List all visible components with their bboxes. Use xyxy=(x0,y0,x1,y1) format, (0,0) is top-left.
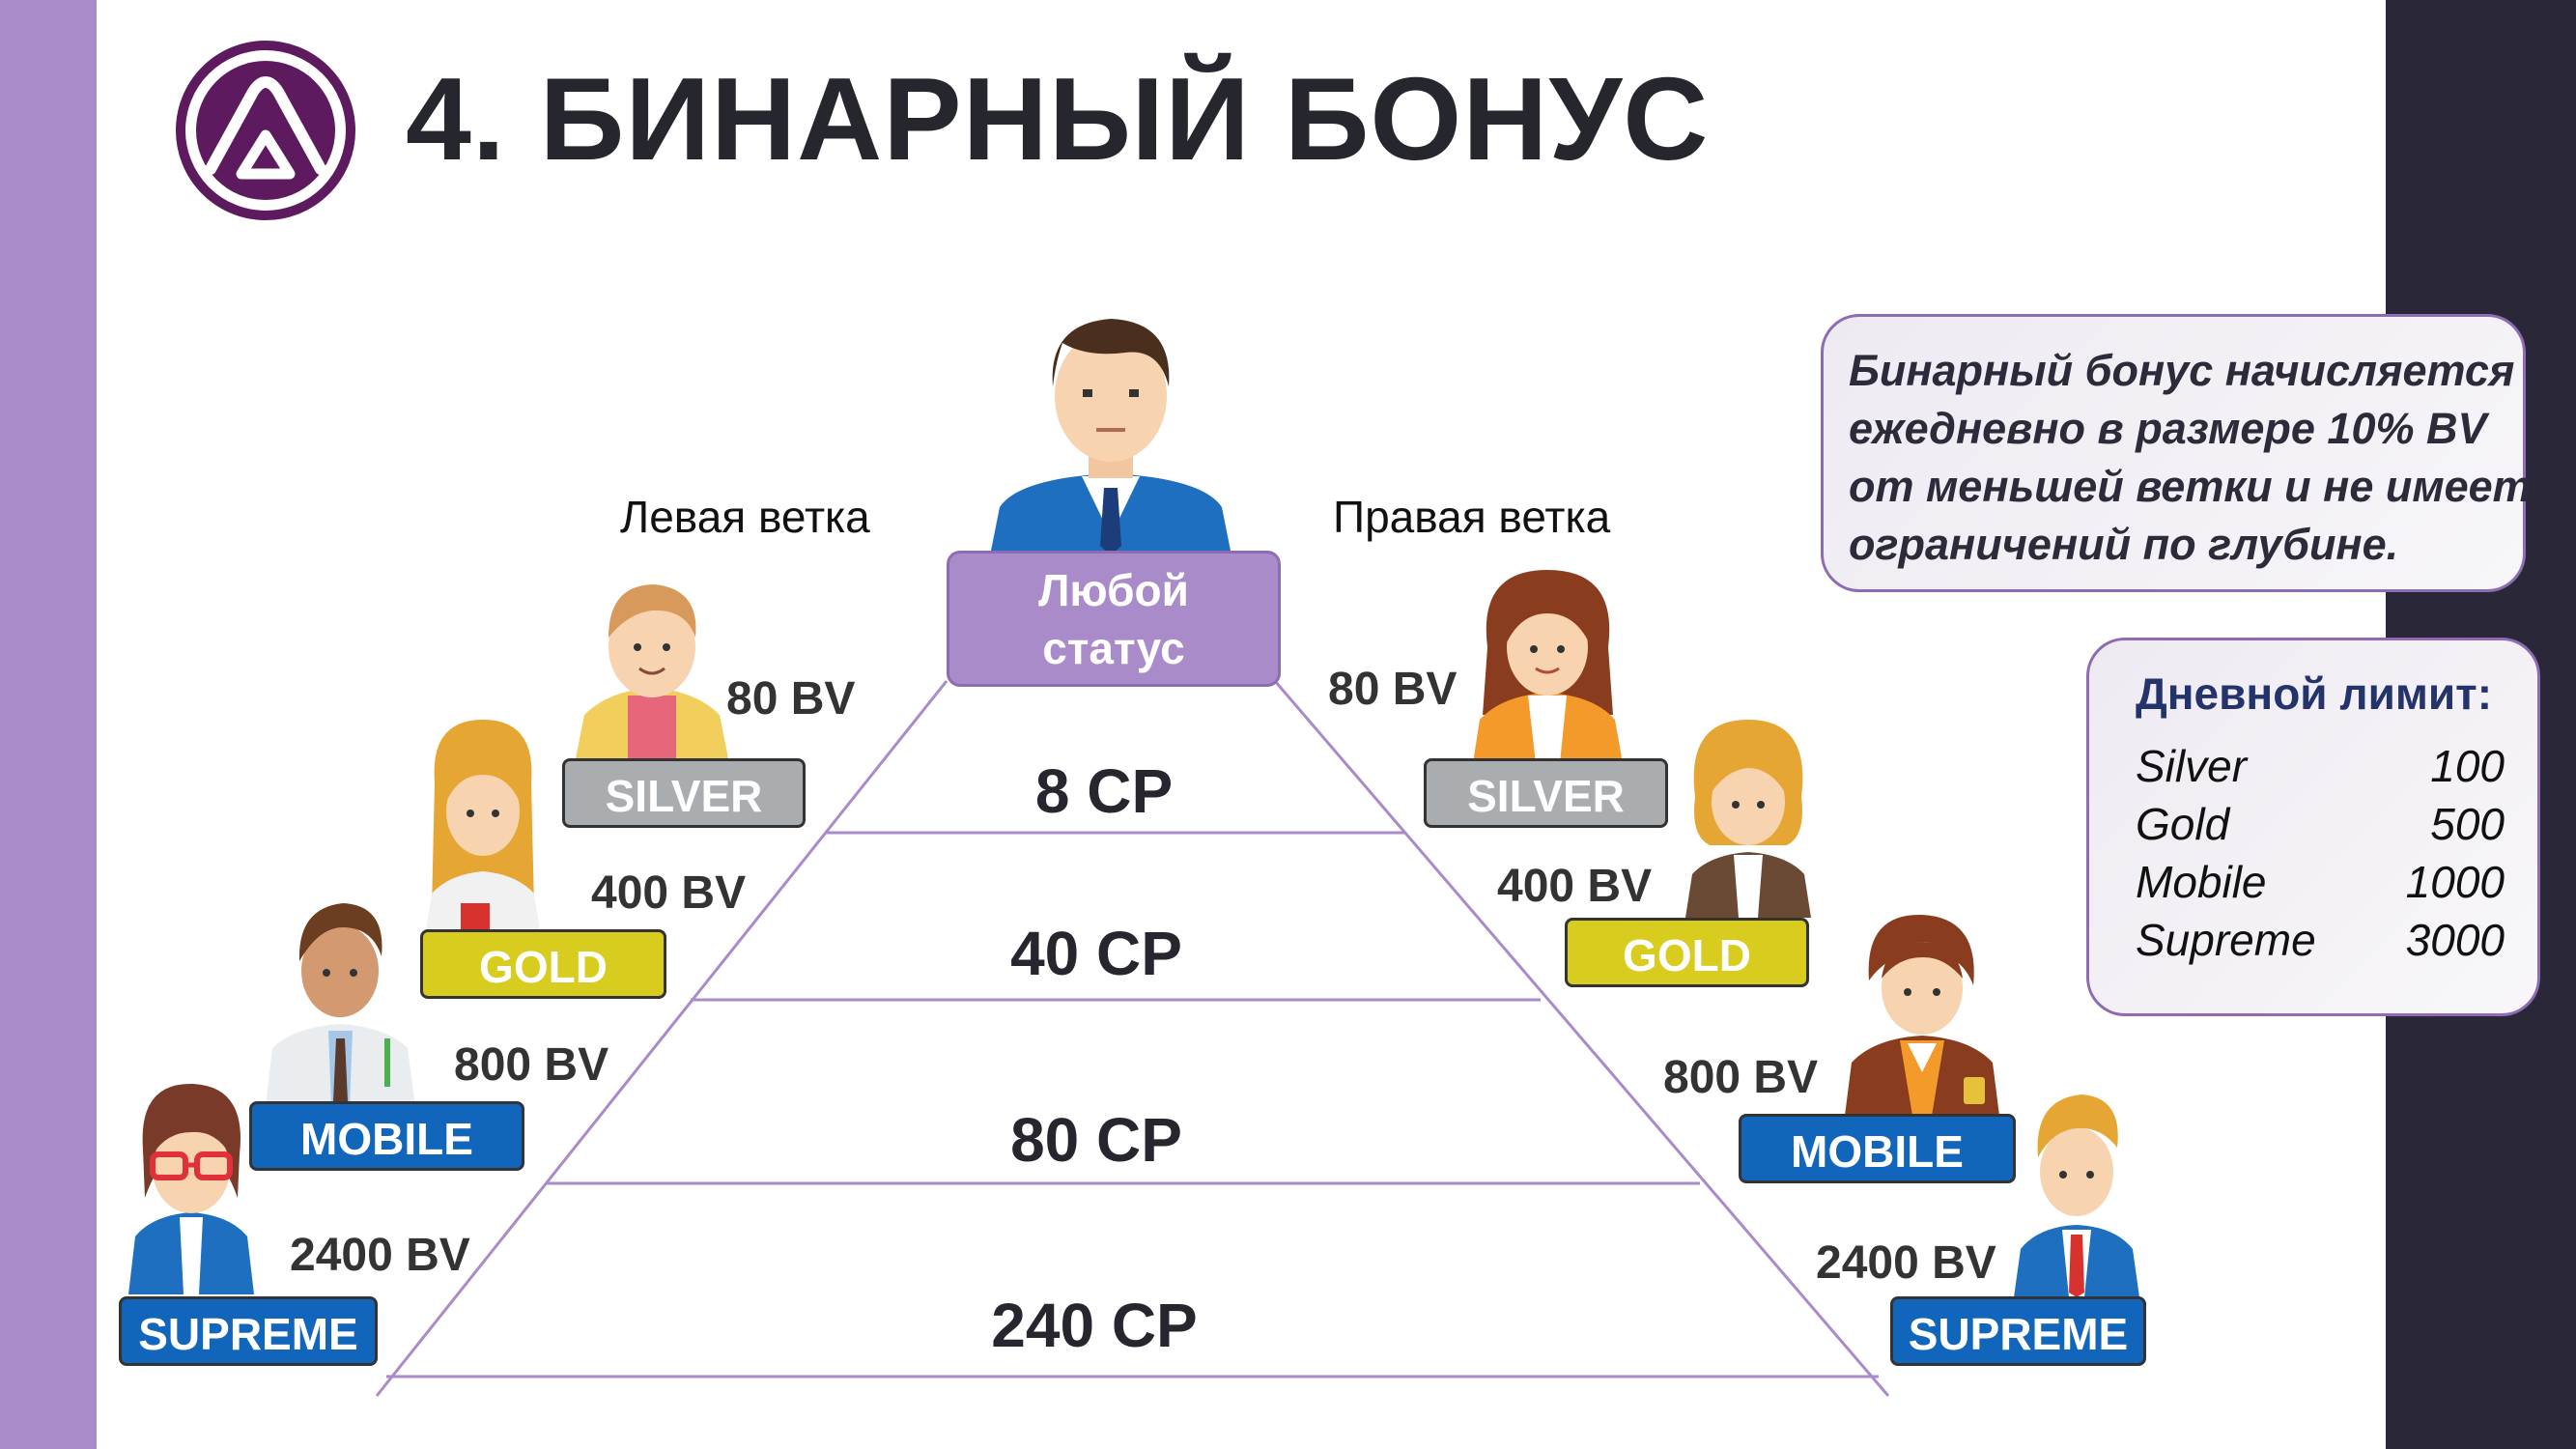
company-logo xyxy=(176,41,355,220)
cp-level-3: 80 CP xyxy=(1010,1105,1182,1175)
left-mobile-badge: MOBILE xyxy=(249,1101,524,1171)
person-right-gold-avatar xyxy=(1685,720,1811,918)
limit-row-silver: Silver 100 xyxy=(2136,737,2505,795)
info-line-2: ежедневно в размере 10% BV xyxy=(1849,404,2487,453)
limit-name: Silver xyxy=(2136,741,2248,791)
limit-value: 3000 xyxy=(2405,915,2505,965)
cp-level-2: 40 CP xyxy=(1010,919,1182,988)
person-top-avatar xyxy=(990,319,1231,555)
person-left-mobile-avatar xyxy=(266,903,415,1106)
limit-value: 500 xyxy=(2430,799,2505,849)
cp-level-1: 8 CP xyxy=(1034,756,1174,826)
left-bv-level-1: 80 BV xyxy=(726,673,856,724)
right-silver-badge: SILVER xyxy=(1424,758,1668,828)
right-mobile-badge: MOBILE xyxy=(1739,1114,2016,1183)
top-status-line2: статус xyxy=(1042,622,1185,673)
left-supreme-badge: SUPREME xyxy=(119,1296,378,1366)
info-line-1: Бинарный бонус начисляется xyxy=(1849,346,2515,395)
daily-limit-title: Дневной лимит: xyxy=(2136,668,2493,719)
right-bv-level-1: 80 BV xyxy=(1328,664,1458,715)
left-gold-badge: GOLD xyxy=(420,929,666,999)
cp-level-4: 240 CP xyxy=(991,1291,1198,1360)
daily-limit-box: Дневной лимит: Silver 100 Gold 500 Mobil… xyxy=(2086,638,2540,1016)
right-bv-level-3: 800 BV xyxy=(1663,1052,1819,1103)
person-right-mobile-avatar xyxy=(1845,914,1999,1116)
person-left-supreme-avatar xyxy=(128,1083,254,1294)
top-status-line1: Любой xyxy=(1038,564,1189,615)
person-right-supreme-avatar xyxy=(2014,1094,2139,1297)
left-bv-level-4: 2400 BV xyxy=(290,1230,470,1281)
person-left-gold-avatar xyxy=(425,720,541,937)
limit-row-supreme: Supreme 3000 xyxy=(2136,911,2505,969)
right-gold-badge: GOLD xyxy=(1565,918,1809,987)
top-status-box: Любой статус xyxy=(947,551,1281,687)
left-bv-level-2: 400 BV xyxy=(591,867,747,919)
page-title: 4. БИНАРНЫЙ БОНУС xyxy=(406,53,1710,185)
limit-row-gold: Gold 500 xyxy=(2136,795,2505,853)
left-accent-strip xyxy=(0,0,97,1449)
right-bv-level-4: 2400 BV xyxy=(1816,1237,1996,1289)
info-line-4: ограничений по глубине. xyxy=(1849,520,2399,569)
right-branch-label: Правая ветка xyxy=(1333,492,1611,542)
limit-row-mobile: Mobile 1000 xyxy=(2136,853,2505,911)
limit-value: 1000 xyxy=(2405,857,2505,907)
person-right-silver-avatar xyxy=(1473,570,1623,763)
binary-bonus-info-box: Бинарный бонус начисляется ежедневно в р… xyxy=(1821,314,2532,592)
info-line-3: от меньшей ветки и не имеет xyxy=(1849,462,2532,511)
right-bv-level-2: 400 BV xyxy=(1497,861,1653,912)
left-silver-badge: SILVER xyxy=(562,758,806,828)
limit-name: Supreme xyxy=(2136,915,2316,965)
left-branch-label: Левая ветка xyxy=(620,492,870,542)
limit-value: 100 xyxy=(2430,741,2505,791)
limit-name: Gold xyxy=(2136,799,2230,849)
limit-name: Mobile xyxy=(2136,857,2267,907)
left-bv-level-3: 800 BV xyxy=(454,1039,609,1091)
right-supreme-badge: SUPREME xyxy=(1890,1296,2146,1366)
person-left-silver-avatar xyxy=(575,584,729,763)
